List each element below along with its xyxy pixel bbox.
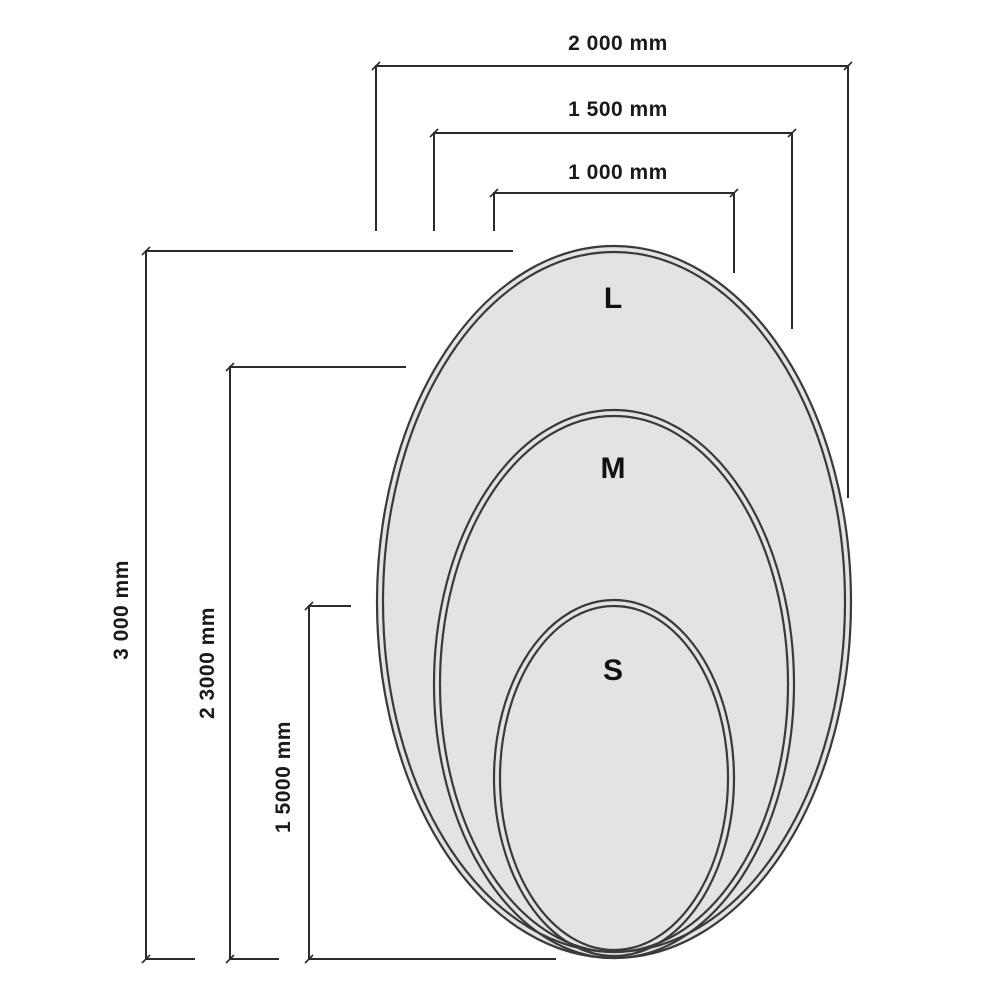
oval-small	[492, 598, 736, 958]
height-label-small: 1 5000 mm	[272, 721, 295, 833]
width-label-large: 2 000 mm	[568, 32, 668, 55]
height-dimension-medium: 2 3000 mm	[196, 362, 406, 964]
height-label-medium: 2 3000 mm	[196, 607, 219, 719]
size-label-medium: M	[601, 452, 626, 485]
width-label-medium: 1 500 mm	[568, 98, 668, 121]
height-label-large: 3 000 mm	[110, 560, 133, 660]
width-dimension-large: 2 000 mm	[371, 32, 853, 498]
height-dimension-small: 1 5000 mm	[272, 601, 556, 964]
width-dimension-small: 1 000 mm	[489, 161, 739, 273]
height-dimension-large: 3 000 mm	[110, 246, 513, 964]
oval-medium	[432, 408, 796, 960]
size-label-large: L	[604, 282, 622, 315]
size-label-small: S	[603, 654, 623, 687]
width-label-small: 1 000 mm	[568, 161, 668, 184]
width-dimension-medium: 1 500 mm	[429, 98, 797, 329]
